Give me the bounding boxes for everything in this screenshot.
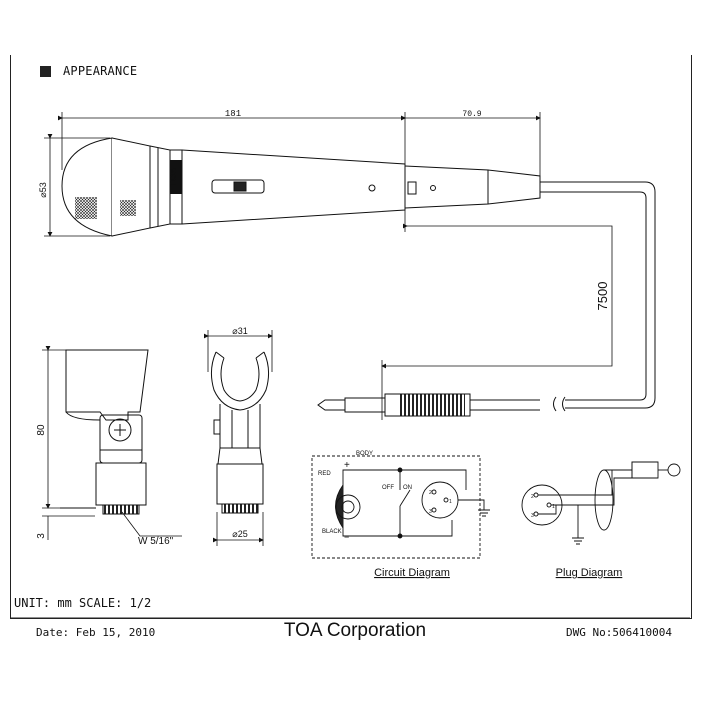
circuit-pin-1: 1: [449, 499, 452, 505]
circuit-diagram: [311, 455, 490, 559]
drawing-number: DWG No:506410004: [566, 626, 672, 639]
phone-plug: [317, 393, 540, 417]
dim-head-diameter: ⌀53: [38, 182, 48, 197]
circuit-off-label: OFF: [382, 485, 394, 491]
circuit-plus-label: +: [344, 460, 350, 471]
circuit-minus-label: −: [344, 532, 349, 542]
toa-logo: TOA: [168, 160, 182, 194]
unit-scale-label: UNIT: mm SCALE: 1/2: [14, 596, 152, 610]
dim-overall-length: 181: [225, 109, 241, 119]
section-marker-icon: [40, 65, 51, 77]
dimension-lines: [42, 112, 613, 546]
circuit-diagram-title: Circuit Diagram: [374, 567, 450, 579]
microphone-side-view: [61, 137, 656, 412]
dim-cable-plug-length: 70.9: [462, 110, 481, 119]
company-name: TOA Corporation: [283, 620, 427, 641]
head-grille-mesh: [75, 197, 97, 219]
plug-diagram-title: Plug Diagram: [556, 567, 623, 579]
dim-holder-height: 80: [36, 424, 47, 436]
dim-thread: W 5/16": [138, 536, 174, 547]
holder-front-view: [210, 351, 270, 514]
plug-pin-1: 1: [552, 504, 555, 510]
dim-cable-length: 7500: [595, 282, 610, 311]
dim-holder-width: ⌀31: [232, 326, 247, 336]
dim-holder-base: 3: [36, 533, 47, 539]
circuit-body-label: BODY: [356, 451, 373, 457]
circuit-on-label: ON: [403, 485, 412, 491]
section-title: APPEARANCE: [63, 64, 138, 78]
plug-diagram: [521, 461, 681, 545]
holder-side-view: [60, 349, 149, 515]
circuit-pin-3: 3: [429, 509, 432, 515]
plug-pin-2: 2: [531, 494, 534, 500]
toa-logo-text: TOA: [168, 167, 178, 186]
circuit-red-label: RED: [318, 471, 331, 477]
circuit-black-label: BLACK: [322, 529, 342, 535]
circuit-pin-2: 2: [429, 490, 432, 496]
date-label: Date: Feb 15, 2010: [36, 626, 156, 639]
plug-pin-3: 3: [531, 513, 534, 519]
dim-holder-base-width: ⌀25: [232, 529, 247, 539]
section-header: APPEARANCE: [40, 64, 137, 78]
